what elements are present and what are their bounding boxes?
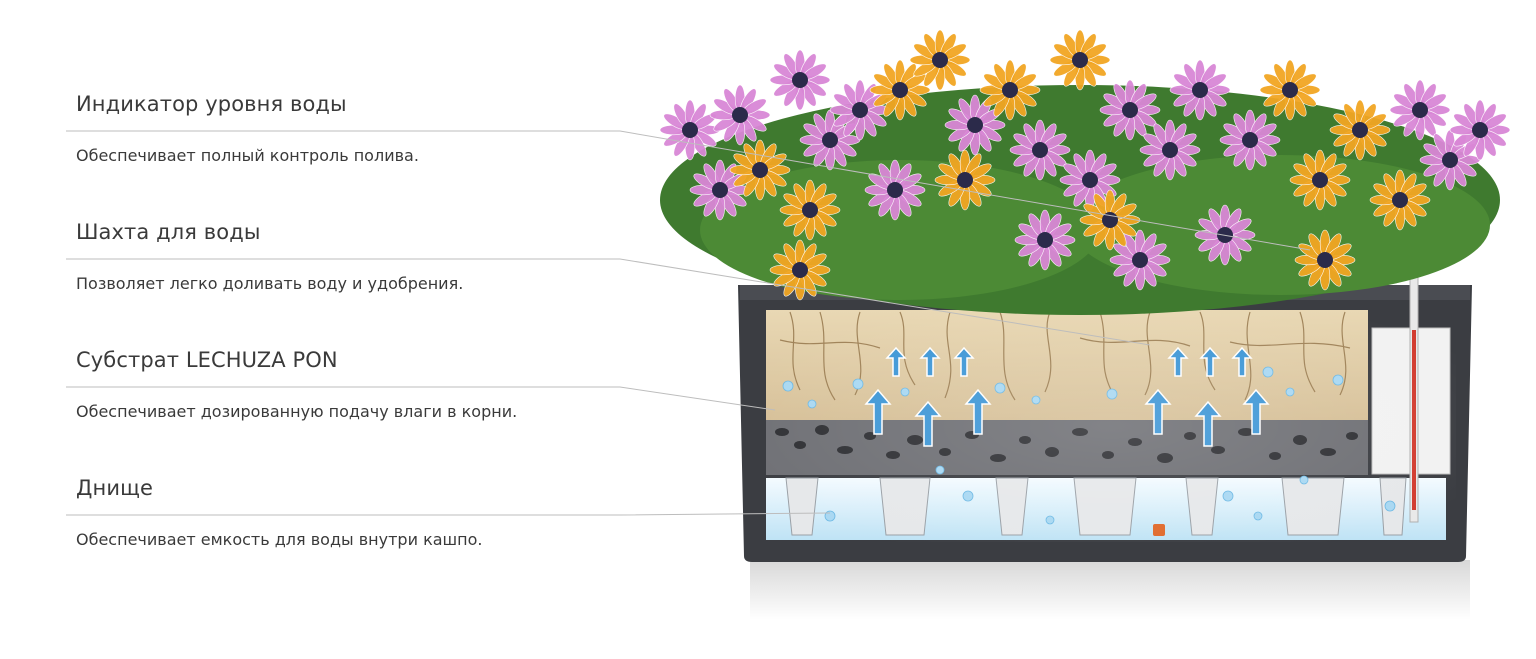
feature-title-water-indicator: Индикатор уровня воды bbox=[76, 92, 347, 116]
feature-desc-bottom: Обеспечивает емкость для воды внутри каш… bbox=[76, 530, 483, 549]
pebbles bbox=[775, 425, 1358, 463]
flower bbox=[769, 49, 831, 111]
flower bbox=[1009, 119, 1071, 181]
flower bbox=[979, 59, 1041, 121]
feature-desc-water-indicator: Обеспечивает полный контроль полива. bbox=[76, 146, 419, 165]
flower bbox=[934, 149, 996, 211]
flower bbox=[869, 59, 931, 121]
flower bbox=[1449, 99, 1511, 161]
drain-plug bbox=[1153, 524, 1165, 536]
flower bbox=[1059, 149, 1121, 211]
flower bbox=[944, 94, 1006, 156]
feature-desc-substrate: Обеспечивает дозированную подачу влаги в… bbox=[76, 402, 518, 421]
feature-desc-water-shaft: Позволяет легко доливать воду и удобрени… bbox=[76, 274, 464, 293]
flower bbox=[1419, 129, 1481, 191]
flower bbox=[864, 159, 926, 221]
flower bbox=[1259, 59, 1321, 121]
flower bbox=[1194, 204, 1256, 266]
flower bbox=[1289, 149, 1351, 211]
flower bbox=[1139, 119, 1201, 181]
feature-title-bottom: Днище bbox=[76, 476, 153, 500]
planter-body bbox=[738, 285, 1472, 562]
water-level-indicator bbox=[1409, 231, 1419, 523]
water-shaft bbox=[1371, 327, 1451, 475]
flower bbox=[1014, 209, 1076, 271]
feature-title-water-shaft: Шахта для воды bbox=[76, 220, 261, 244]
reservoir-supports bbox=[785, 477, 1407, 536]
feature-list: Индикатор уровня воды Обеспечивает полны… bbox=[0, 0, 700, 659]
flower bbox=[1219, 109, 1281, 171]
flower bbox=[709, 84, 771, 146]
moisture-arrows bbox=[864, 346, 1270, 447]
flower bbox=[799, 109, 861, 171]
flower bbox=[1294, 229, 1356, 291]
flower bbox=[1109, 229, 1171, 291]
roots bbox=[779, 311, 1351, 401]
planter-reflection bbox=[750, 560, 1470, 620]
flower bbox=[1099, 79, 1161, 141]
flower bbox=[1079, 189, 1141, 251]
flower bbox=[1169, 59, 1231, 121]
flower-arrangement bbox=[659, 29, 1511, 315]
flower bbox=[779, 179, 841, 241]
flower bbox=[1369, 169, 1431, 231]
flower bbox=[909, 29, 971, 91]
flower bbox=[829, 79, 891, 141]
flower bbox=[1389, 79, 1451, 141]
flower bbox=[729, 139, 791, 201]
flower bbox=[1049, 29, 1111, 91]
flower bbox=[1329, 99, 1391, 161]
feature-title-substrate: Субстрат LECHUZA PON bbox=[76, 348, 338, 372]
flower bbox=[769, 239, 831, 301]
planter-cutaway bbox=[766, 231, 1456, 542]
water-bubbles bbox=[782, 366, 1396, 525]
